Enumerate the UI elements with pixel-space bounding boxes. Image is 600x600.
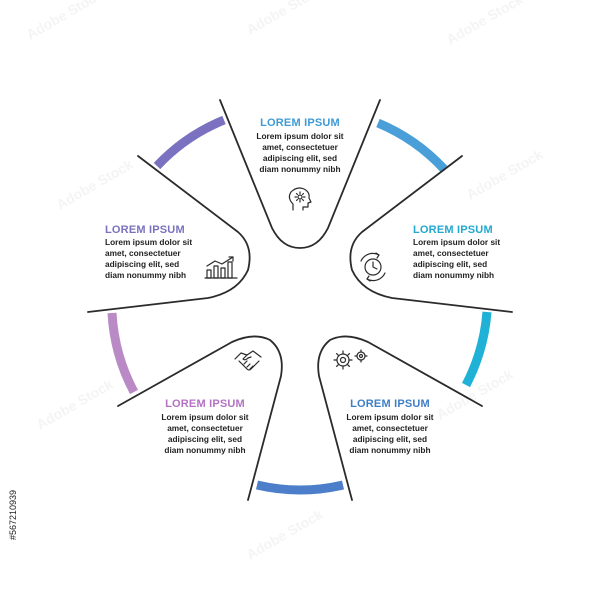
panel-line: adipiscing elit, sed [263,153,337,163]
panel-line: diam nonummy nibh [164,445,245,455]
bar-chart-icon [204,256,238,279]
watermark-text: Adobe Stock [244,0,326,38]
gears-icon [333,349,368,370]
panel-line: Lorem ipsum dolor sit [105,237,192,247]
panel-line: adipiscing elit, sed [168,434,242,444]
panel-line: amet, consectetuer [352,423,428,433]
panel-line: diam nonummy nibh [349,445,430,455]
panel-line: adipiscing elit, sed [413,259,487,269]
panel-line: adipiscing elit, sed [105,259,179,269]
stock-id-label: #567210939 [8,490,18,540]
watermark-text: Adobe Stock [34,376,116,433]
outline-top-petal [219,99,381,249]
panel-title: LOREM IPSUM [350,398,430,410]
panel-right: LOREM IPSUM Lorem ipsum dolor sit amet, … [360,224,500,282]
panel-title: LOREM IPSUM [105,224,185,236]
panel-top: LOREM IPSUM Lorem ipsum dolor sit amet, … [256,117,344,211]
panel-line: amet, consectetuer [167,423,243,433]
panel-line: diam nonummy nibh [259,164,340,174]
head-idea-icon [288,187,312,211]
outline-bottom-right-petal [317,335,483,501]
panel-line: Lorem ipsum dolor sit [346,412,433,422]
petal-outlines [87,99,513,501]
panel-left: LOREM IPSUM Lorem ipsum dolor sit amet, … [105,224,238,280]
panel-line: adipiscing elit, sed [353,434,427,444]
segment-arc-right [461,311,492,388]
panel-line: amet, consectetuer [413,248,489,258]
segment-arc-upper-left [153,115,226,170]
panel-bottom-left: LOREM IPSUM Lorem ipsum dolor sit amet, … [161,350,262,455]
panel-line: diam nonummy nibh [413,270,494,280]
outline-bottom-left-petal [117,335,283,501]
watermark-text: Adobe Stock [244,506,326,563]
watermark-text: Adobe Stock [24,0,106,43]
panel-line: Lorem ipsum dolor sit [161,412,248,422]
panel-line: amet, consectetuer [105,248,181,258]
watermark-text: Adobe Stock [54,156,136,213]
panel-title: LOREM IPSUM [165,398,245,410]
watermark-text: Adobe Stock [464,146,546,203]
segment-arc-top [376,118,448,173]
watermark-pattern: Adobe Stock Adobe Stock Adobe Stock Adob… [24,0,546,563]
panel-line: amet, consectetuer [262,142,338,152]
handshake-icon [234,350,262,371]
panel-line: diam nonummy nibh [105,270,186,280]
panel-line: Lorem ipsum dolor sit [256,131,343,141]
panel-line: Lorem ipsum dolor sit [413,237,500,247]
clock-cycle-icon [360,252,386,282]
segment-arc-bottom [255,480,345,495]
watermark-text: Adobe Stock [444,0,526,48]
segment-arc-lower-left [107,312,138,395]
panel-title: LOREM IPSUM [413,224,493,236]
ring-segments [107,115,492,495]
panel-title: LOREM IPSUM [260,117,340,129]
outline-left-petal [87,155,251,313]
outline-right-petal [349,155,513,313]
panel-bottom-right: LOREM IPSUM Lorem ipsum dolor sit amet, … [333,349,434,455]
